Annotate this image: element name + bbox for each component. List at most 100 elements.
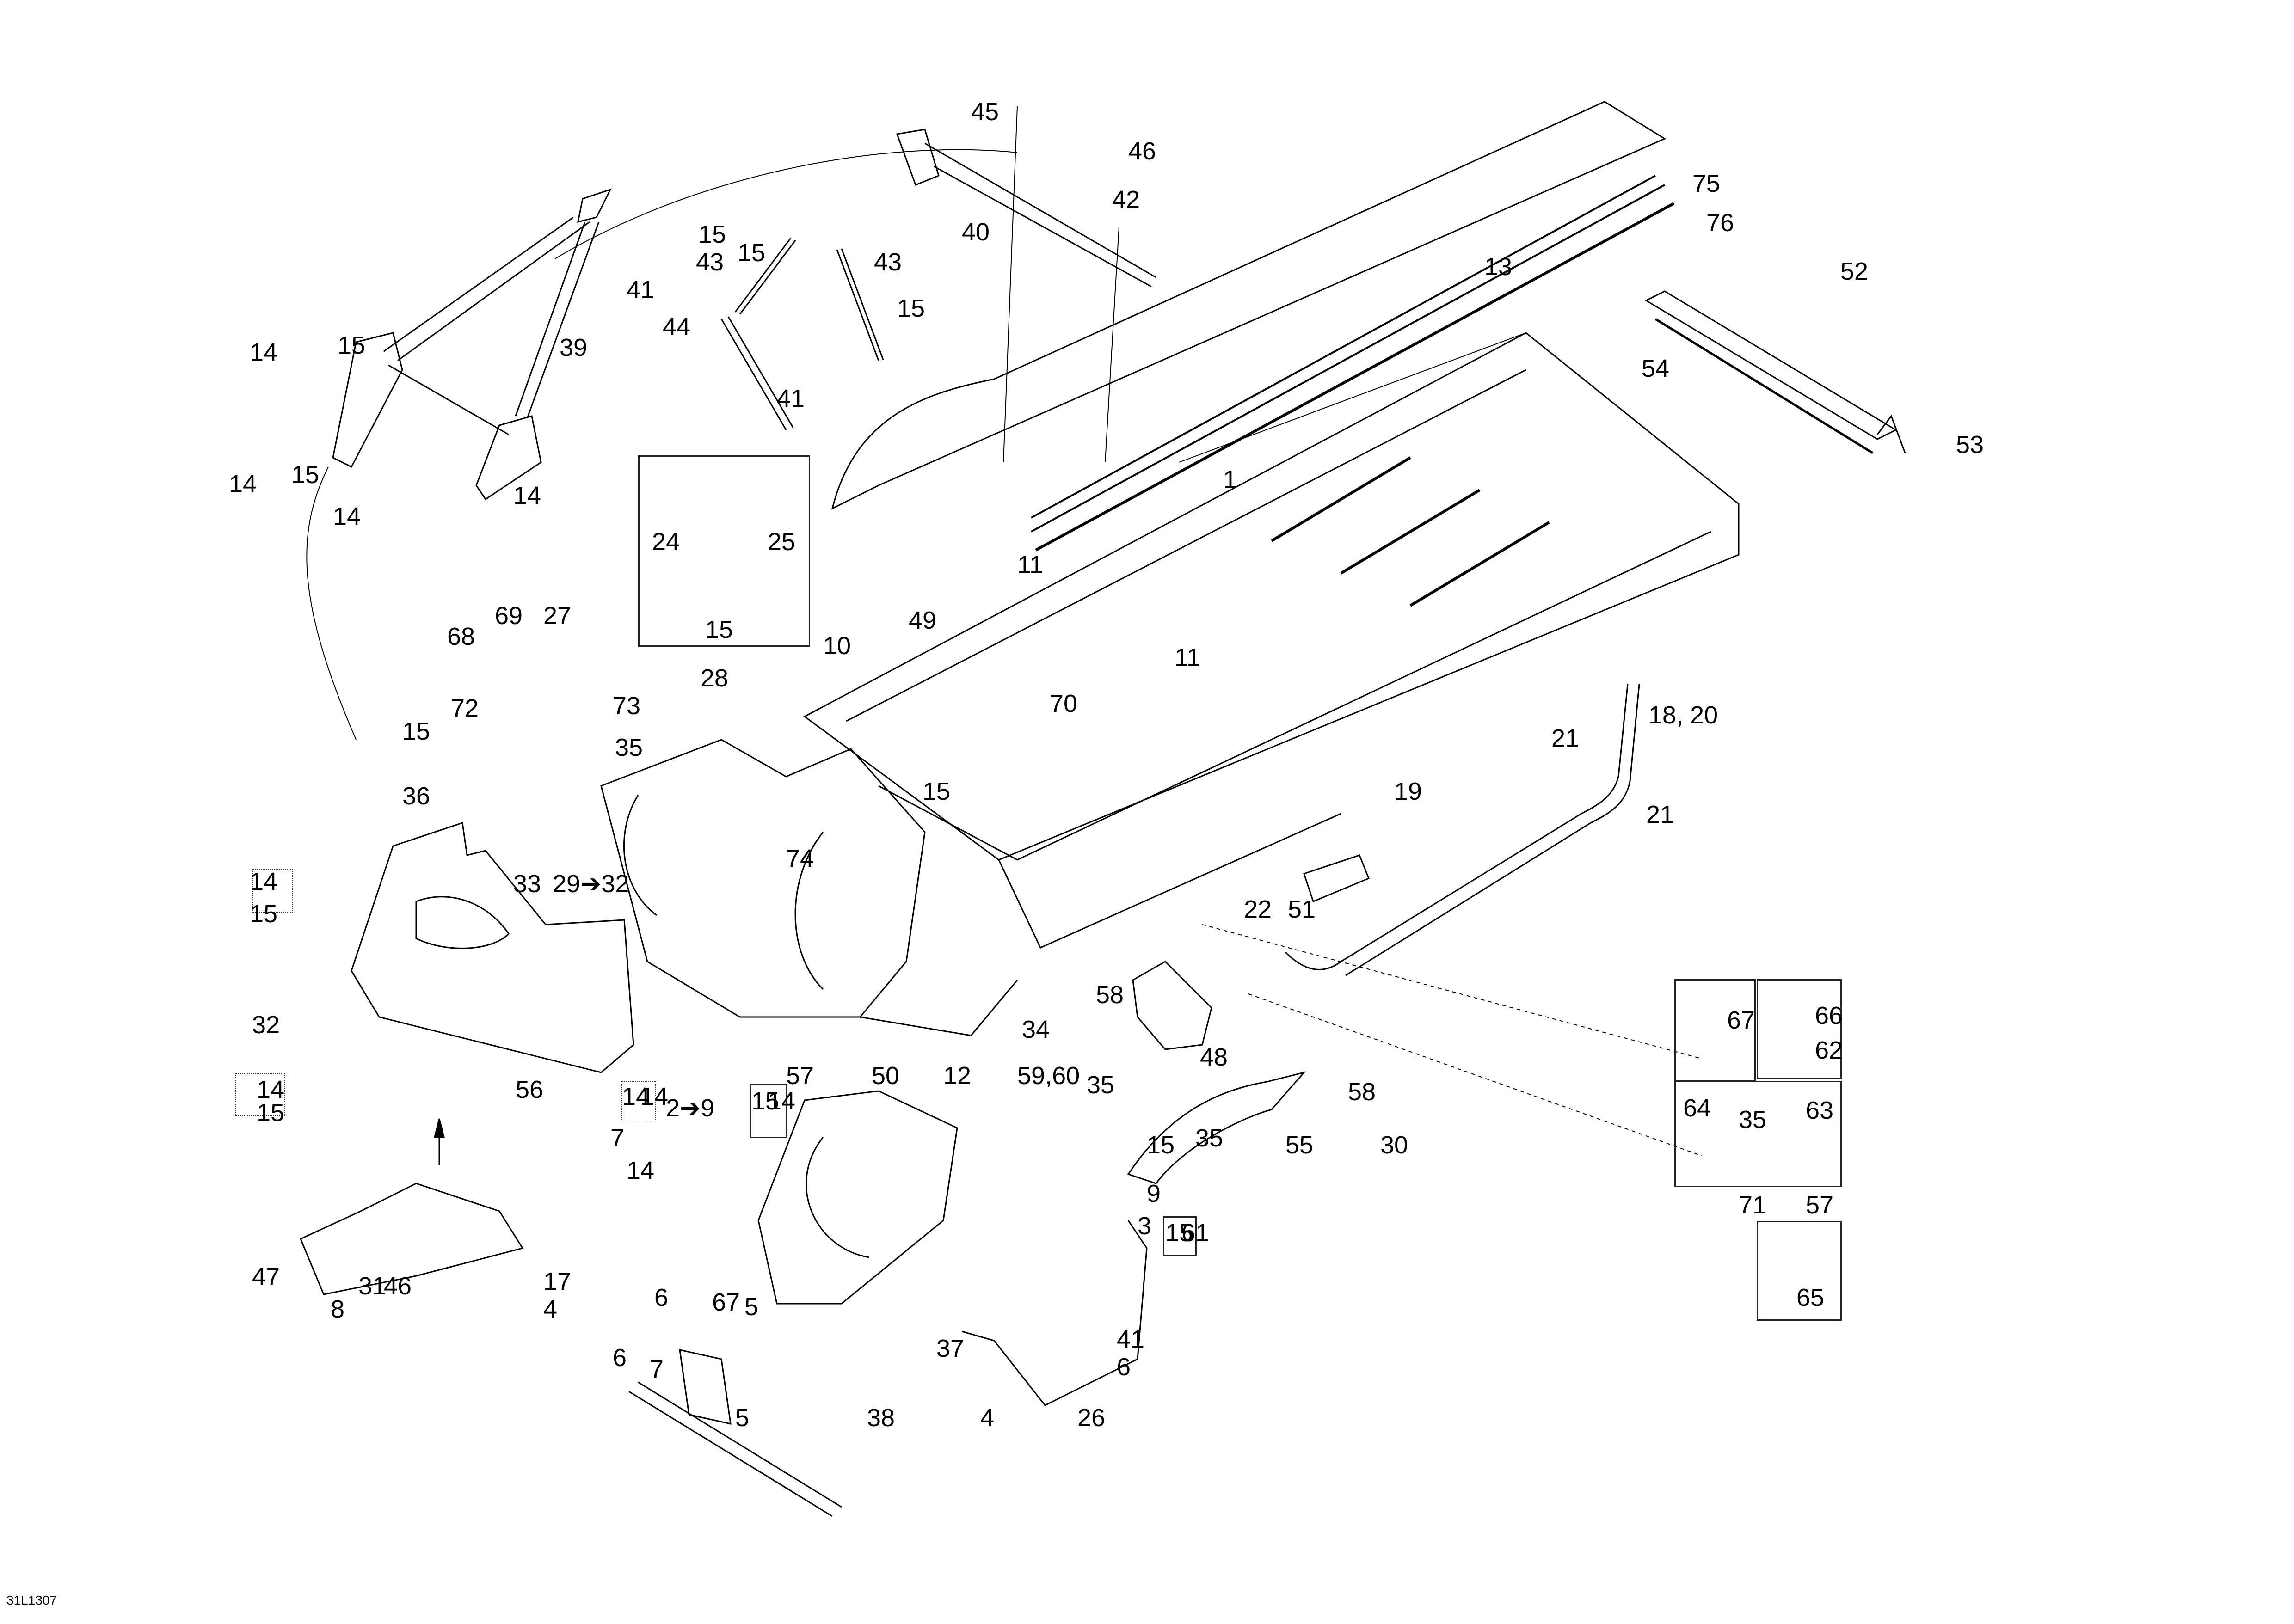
callout-18-20: 21 (1646, 801, 1674, 828)
callout-43: 43 (874, 248, 902, 276)
callout-35: 36 (402, 782, 431, 810)
reference-code: 31L1307 (6, 1593, 57, 1607)
callout-15: 15 (698, 221, 726, 248)
inset-callout-66: 62 (1815, 1036, 1843, 1064)
inset-callout-14: 15 (751, 1087, 780, 1115)
callout-38: 4 (980, 1404, 995, 1432)
callout-41: 41 (777, 385, 805, 412)
callout-69: 27 (543, 602, 572, 630)
callout-17: 6 (654, 1284, 669, 1311)
callout-72: 15 (402, 717, 431, 745)
inset-57-65-box (1757, 1221, 1842, 1321)
callout-34: 58 (1096, 981, 1124, 1009)
callout-57: 50 (872, 1062, 900, 1090)
inset-callout-26: 24 (652, 528, 680, 556)
inset-callout-67: 66 (1815, 1002, 1843, 1030)
inset-callout-63: 71 (1739, 1191, 1767, 1219)
callout-76: 76 (1706, 209, 1734, 237)
callout-21: 18, 20 (1648, 701, 1718, 729)
callout-7: 14 (627, 1157, 655, 1184)
lower-engine-mount (300, 1118, 524, 1295)
inset-callout-25: 15 (705, 616, 733, 643)
inset-callout-15: 14 (257, 1076, 285, 1103)
callout-15: 9 (1147, 1180, 1161, 1207)
callout-6: 7 (650, 1355, 664, 1383)
callout-10: 11 (1175, 643, 1201, 671)
inset-fastener-box-d (750, 1084, 787, 1138)
callout-21: 22 (1244, 895, 1272, 923)
callout-14: 14 (333, 503, 361, 530)
rear-shock-support (1127, 961, 1306, 1184)
callout-14: 14 (229, 470, 257, 498)
callout-42: 42 (1112, 186, 1140, 214)
callout-14: 14 (513, 482, 541, 509)
callout-51: 33 (513, 870, 541, 898)
callout-13: 13 (1484, 253, 1513, 281)
callout-75: 75 (1692, 170, 1721, 197)
callout-15: 15 (897, 294, 925, 322)
inset-callout-35: 63 (1806, 1097, 1834, 1124)
callout-5: 6 (613, 1344, 627, 1372)
callout-54: 54 (1642, 355, 1670, 382)
callout-73: 72 (451, 694, 479, 722)
callout-40: 40 (962, 218, 990, 246)
callout-35: 58 (1348, 1078, 1376, 1106)
callout-48: 35 (1087, 1071, 1115, 1099)
callout-56: 57 (786, 1062, 814, 1090)
callout-52: 52 (1840, 257, 1869, 285)
callout-36: 15 (923, 778, 951, 805)
callout-4: 26 (1077, 1404, 1106, 1432)
inset-callout-71: 57 (1806, 1191, 1834, 1219)
tunnel-top (831, 101, 1675, 552)
callout-15: 15 (738, 239, 766, 267)
callout-7: 37 (936, 1335, 965, 1362)
callout-41: 6 (1117, 1353, 1131, 1381)
inset-66-67-box (1757, 979, 1842, 1079)
callout-45: 45 (971, 98, 999, 126)
front-frame (600, 739, 1018, 1036)
callout-59-60: 34 (1022, 1016, 1050, 1043)
inset-callout-61: 67 (1727, 1006, 1755, 1034)
bottom-frame (628, 1090, 1148, 1517)
inset-callout-62: 64 (1683, 1094, 1711, 1122)
callout-53: 53 (1956, 431, 1984, 459)
callout-1: 1 (1223, 466, 1237, 493)
callout-70: 68 (447, 623, 475, 650)
callout-50: 12 (943, 1062, 972, 1090)
callout-19: 21 (1551, 724, 1580, 752)
callout-10: 11 (1017, 551, 1044, 579)
rear-bumper (1644, 290, 1906, 454)
inset-callout-14: 15 (250, 900, 278, 928)
callout-15: 74 (786, 845, 814, 872)
inset-callout-14: 15 (257, 1099, 285, 1127)
inset-fastener-box-a (252, 869, 293, 913)
callout-35: 55 (1285, 1131, 1314, 1159)
callout-28: 73 (613, 692, 641, 720)
footrest-tube (1285, 684, 1640, 976)
inset-callout-14: 14 (640, 1083, 669, 1110)
callout-33: 29➔32 (553, 870, 629, 898)
callout-9: 3 (1138, 1212, 1152, 1240)
callout-47: 31 (358, 1272, 387, 1300)
callout-6: 4 (543, 1295, 558, 1323)
callout-31: 46 (384, 1272, 412, 1300)
callout-11: 70 (1050, 690, 1078, 717)
callout-74: 19 (1394, 778, 1422, 805)
inset-connectors (1202, 924, 1702, 1156)
callout-68: 69 (495, 602, 523, 630)
callout-58: 48 (1200, 1043, 1228, 1071)
callout-30: 47 (252, 1263, 280, 1291)
inset-callout-15: 14 (768, 1087, 796, 1115)
callout-46: 46 (1128, 137, 1156, 165)
callout-67: 5 (744, 1293, 759, 1321)
callout-15: 15 (291, 461, 320, 489)
callout-22: 51 (1288, 895, 1316, 923)
inset-heat-shield-box (638, 455, 810, 647)
callout-11: 49 (909, 607, 937, 634)
callout-44: 44 (663, 313, 691, 341)
inset-fastener-box-b (235, 1073, 285, 1116)
callout-6: 5 (735, 1404, 750, 1432)
callout-15: 15 (338, 331, 366, 359)
callout-5: 38 (867, 1404, 895, 1432)
